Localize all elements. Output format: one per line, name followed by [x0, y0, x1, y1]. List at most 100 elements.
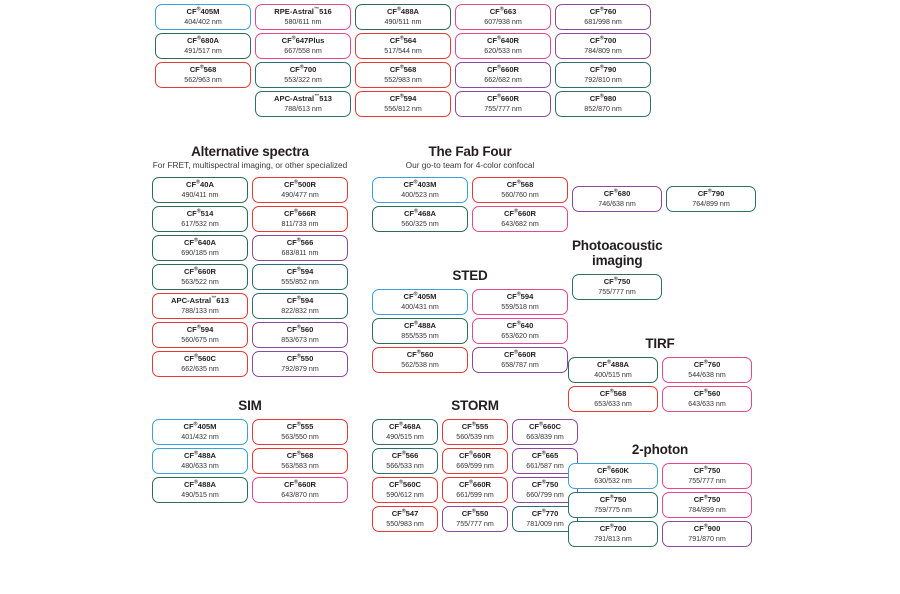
registered-icon: ®	[469, 479, 473, 486]
dye-spectra-values: 792/810 nm	[584, 75, 622, 84]
registered-icon: ®	[194, 479, 198, 486]
registered-icon: ®	[294, 179, 298, 186]
registered-icon: ®	[471, 508, 476, 515]
dye-name-number: 594	[300, 295, 314, 305]
dye-name-number: 468A	[417, 208, 437, 218]
dye-spectra-values: 560/760 nm	[501, 190, 539, 199]
dye-name: CF®680	[604, 189, 631, 199]
dye-spectra-values: 404/402 nm	[184, 17, 222, 26]
registered-icon: ®	[499, 6, 504, 13]
dye-name-number: 980	[603, 93, 617, 103]
registered-icon: ®	[469, 450, 473, 457]
dye-spectra-values: 620/533 nm	[484, 46, 522, 55]
dye-name-base: CF	[596, 360, 608, 369]
dye-name-base: CF	[486, 35, 498, 45]
dye-name: CF®750	[532, 480, 559, 490]
dye-name-base: CF	[183, 451, 195, 460]
dye-name-base: CF	[388, 480, 400, 489]
registered-icon: ®	[397, 6, 401, 13]
dye-name-number: 568	[203, 64, 217, 74]
dye-name-base: CF	[388, 422, 400, 431]
registered-icon: ®	[294, 479, 298, 486]
